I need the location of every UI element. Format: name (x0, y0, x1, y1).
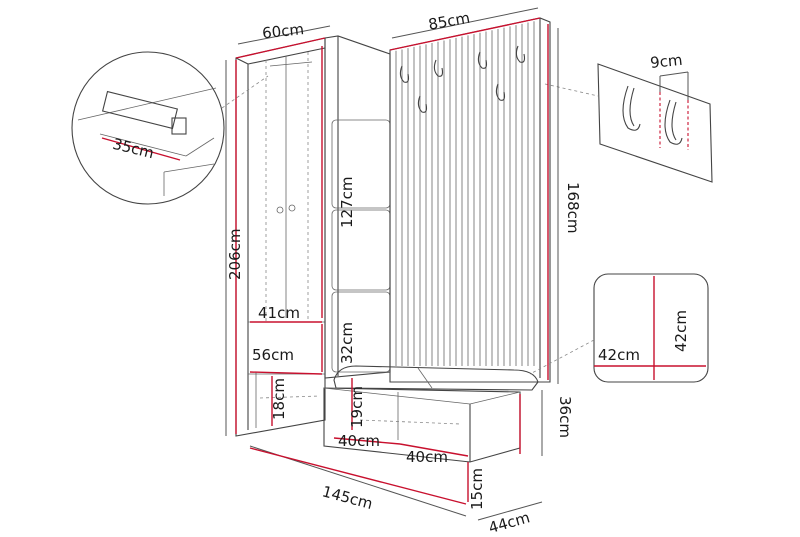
label-15cm: 15cm (468, 468, 486, 510)
bench-shoe-cabinet (323, 365, 539, 463)
label-42cm-height: 42cm (672, 310, 690, 352)
dimension-labels: 60cm 85cm 9cm 35cm 168cm 206cm 127cm 41c… (111, 9, 690, 537)
label-40cm-right: 40cm (406, 448, 448, 466)
label-40cm-left: 40cm (338, 432, 380, 450)
slatted-wall-panel (389, 17, 551, 383)
cushion-detail-inset (529, 273, 709, 383)
label-56cm: 56cm (252, 346, 294, 364)
coat-hook-icon (399, 45, 526, 113)
label-85cm: 85cm (427, 9, 471, 34)
label-206cm: 206cm (226, 229, 244, 281)
upholstered-panels (324, 35, 391, 379)
label-41cm: 41cm (258, 304, 300, 322)
label-145cm: 145cm (320, 482, 374, 513)
label-19cm: 19cm (348, 386, 366, 428)
label-32cm: 32cm (338, 322, 356, 364)
label-44cm: 44cm (487, 508, 532, 533)
label-35cm: 35cm (111, 135, 156, 163)
label-36cm: 36cm (556, 396, 574, 438)
measurement-lines (101, 17, 549, 505)
hook-icon (622, 85, 683, 145)
label-168cm: 168cm (564, 182, 582, 234)
label-42cm-width: 42cm (598, 346, 640, 364)
hook-detail-inset (544, 63, 713, 183)
label-18cm: 18cm (270, 378, 288, 420)
wardrobe-cabinet (235, 37, 326, 437)
label-60cm: 60cm (261, 20, 305, 42)
label-127cm: 127cm (338, 177, 356, 229)
hanging-rail-detail (71, 51, 269, 205)
label-9cm: 9cm (649, 51, 683, 72)
